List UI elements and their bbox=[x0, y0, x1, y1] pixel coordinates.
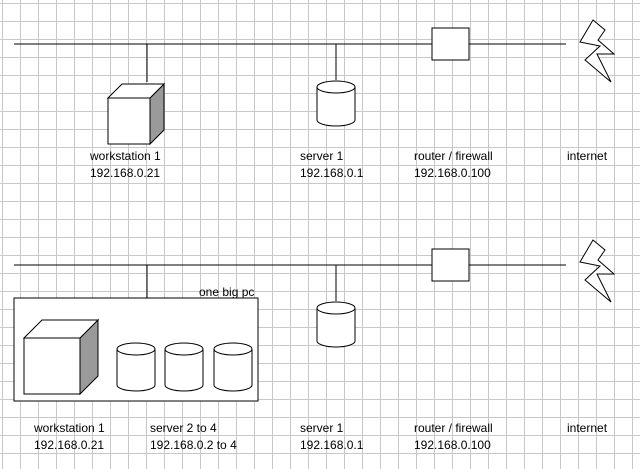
top-internet-name: internet bbox=[567, 149, 608, 163]
bottom-workstation-ip: 192.168.0.21 bbox=[34, 438, 105, 452]
top-server-cylinder-icon bbox=[316, 80, 356, 127]
bottom-router-square-box-icon bbox=[431, 248, 470, 282]
top-server-ip: 192.168.0.1 bbox=[300, 166, 364, 180]
server-2-cylinder-icon bbox=[116, 342, 156, 392]
bottom-router-ip: 192.168.0.100 bbox=[414, 438, 491, 452]
top-internet-lightning-bolt-icon bbox=[579, 19, 616, 83]
bottom-internet-label: internet bbox=[567, 420, 607, 437]
server-4-cylinder-icon bbox=[213, 342, 253, 392]
server-3-cylinder-icon bbox=[164, 342, 204, 392]
top-workstation-ip: 192.168.0.21 bbox=[90, 166, 161, 180]
top-internet-label: internet bbox=[567, 148, 607, 165]
top-workstation-cube-icon bbox=[106, 82, 166, 146]
top-server-name: server 1 bbox=[300, 149, 344, 163]
top-router-ip: 192.168.0.100 bbox=[414, 166, 491, 180]
servers-group-name: server 2 to 4 bbox=[150, 421, 217, 435]
servers-group-label: server 2 to 4 192.168.0.2 to 4 bbox=[150, 420, 237, 454]
top-router-label: router / firewall 192.168.0.100 bbox=[414, 148, 493, 182]
bottom-network bbox=[13, 239, 616, 402]
bottom-router-name: router / firewall bbox=[414, 421, 493, 435]
bottom-workstation-label: workstation 1 192.168.0.21 bbox=[34, 420, 105, 454]
bottom-router-label: router / firewall 192.168.0.100 bbox=[414, 420, 493, 454]
bottom-server-ip: 192.168.0.1 bbox=[300, 438, 364, 452]
bottom-internet-lightning-bolt-icon bbox=[579, 239, 616, 303]
bottom-server-cylinder-icon bbox=[316, 301, 356, 348]
bottom-workstation-cube-icon bbox=[22, 318, 100, 396]
top-router-name: router / firewall bbox=[414, 149, 493, 163]
bottom-internet-name: internet bbox=[567, 421, 608, 435]
top-workstation-label: workstation 1 192.168.0.21 bbox=[90, 148, 161, 182]
one-big-pc-label: one big pc bbox=[199, 285, 255, 299]
bottom-server-name: server 1 bbox=[300, 421, 344, 435]
bottom-workstation-name: workstation 1 bbox=[34, 421, 105, 435]
top-workstation-name: workstation 1 bbox=[90, 149, 161, 163]
servers-group-ip: 192.168.0.2 to 4 bbox=[150, 438, 237, 452]
top-network bbox=[14, 19, 616, 146]
top-router-square-box-icon bbox=[431, 27, 470, 61]
top-server-label: server 1 192.168.0.1 bbox=[300, 148, 363, 182]
bottom-server-label: server 1 192.168.0.1 bbox=[300, 420, 363, 454]
